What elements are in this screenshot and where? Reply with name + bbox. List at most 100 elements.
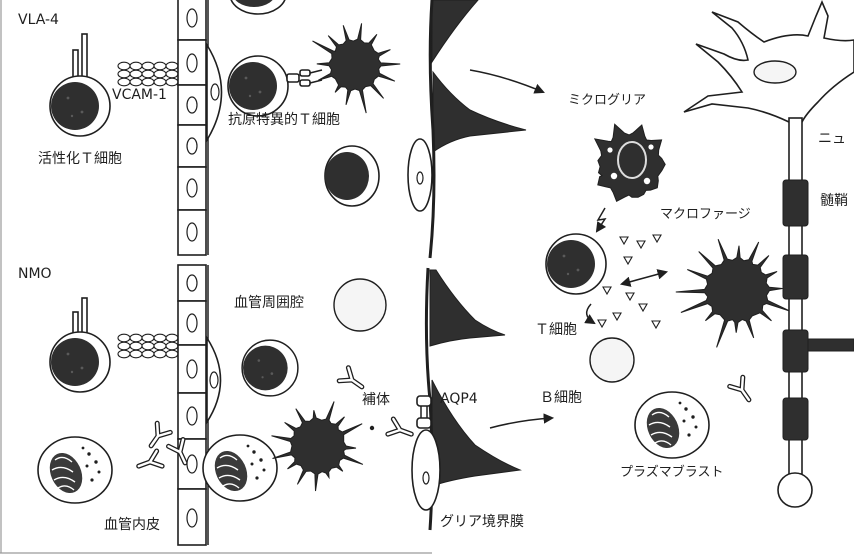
vcam1-bead bbox=[166, 334, 178, 342]
vcam1-bead bbox=[142, 78, 154, 86]
microglia-label: ミクログリア bbox=[568, 93, 646, 108]
vcam1-bead bbox=[118, 62, 130, 70]
vcam1-bead bbox=[166, 350, 178, 358]
endothelial-nucleus bbox=[187, 407, 197, 425]
vcam1-bead bbox=[166, 342, 178, 350]
astrocyte-nucleus bbox=[417, 172, 423, 184]
vla4-label: VLA-4 bbox=[18, 12, 59, 28]
endothelial-nucleus bbox=[187, 455, 197, 473]
neuron-nucleus bbox=[754, 61, 796, 83]
astrocyte-nucleus bbox=[423, 472, 429, 484]
vcam1-bead bbox=[154, 78, 166, 86]
mhc-molecule bbox=[300, 70, 310, 76]
vcam1-bead bbox=[154, 342, 166, 350]
b-cell-label: Ｂ細胞 bbox=[540, 390, 582, 406]
myelin-sheath bbox=[783, 180, 808, 226]
activated-t-cell bbox=[50, 76, 110, 136]
vcam1-bead bbox=[118, 334, 130, 342]
plasmablast bbox=[635, 392, 709, 458]
aqp4-label: AQP4 bbox=[440, 391, 478, 407]
vcam1-bead bbox=[130, 334, 142, 342]
vcam1-bead bbox=[130, 342, 142, 350]
myelin-sheath bbox=[783, 398, 808, 440]
vcam1-bead bbox=[130, 350, 142, 358]
antigen-specific-t-cell bbox=[228, 56, 288, 116]
endothelial-nucleus bbox=[187, 54, 197, 72]
perivascular-space-label: 血管周囲腔 bbox=[234, 295, 304, 311]
microglia-vacuole bbox=[648, 144, 653, 149]
vcam1-bead bbox=[142, 350, 154, 358]
endothelial-nucleus bbox=[187, 275, 197, 291]
myelin-sheath bbox=[783, 255, 808, 299]
neuron-label: ニュ bbox=[818, 131, 846, 147]
complement-label: 補体 bbox=[362, 392, 390, 408]
vcam1-bead bbox=[154, 70, 166, 78]
vcam1-bead bbox=[166, 62, 178, 70]
endothelial-nucleus bbox=[187, 9, 197, 27]
endothelium-top bbox=[178, 0, 206, 255]
perivascular-cell-top bbox=[325, 146, 379, 206]
microglia-vacuole bbox=[607, 147, 612, 152]
complement-molecule bbox=[370, 426, 374, 430]
endothelium-bottom bbox=[178, 265, 206, 545]
axon-terminal bbox=[778, 473, 812, 507]
intravascular-plasmablast bbox=[38, 437, 112, 503]
vcam1-bead bbox=[166, 70, 178, 78]
activated-t-cell-label: 活性化Ｔ細胞 bbox=[38, 151, 122, 167]
mhc-molecule bbox=[300, 80, 310, 86]
nmo-t-cell bbox=[50, 332, 110, 392]
b-cell bbox=[590, 338, 634, 382]
vcam1-bead bbox=[142, 70, 154, 78]
endothelium-label: 血管内皮 bbox=[104, 517, 160, 533]
endothelial-nucleus bbox=[187, 138, 197, 154]
plasmablast-label: プラズマブラスト bbox=[620, 464, 723, 480]
vcam1-bead bbox=[154, 62, 166, 70]
endothelial-nucleus bbox=[187, 97, 197, 113]
endothelial-nucleus bbox=[187, 314, 197, 332]
vla4-stem-short bbox=[73, 50, 78, 78]
lymphocyte-nucleus bbox=[325, 152, 369, 200]
vcam1-bead bbox=[130, 70, 142, 78]
pericyte-nucleus bbox=[210, 372, 218, 388]
endothelial-nucleus bbox=[187, 360, 197, 378]
b-cell bbox=[334, 279, 386, 331]
glia-limitans-label: グリア境界膜 bbox=[440, 514, 524, 530]
nmo-label: NMO bbox=[18, 266, 52, 282]
aqp4-channel bbox=[417, 396, 431, 406]
vcam1-bead bbox=[154, 350, 166, 358]
vcam1-bead bbox=[130, 62, 142, 70]
vcam1-bead bbox=[118, 78, 130, 86]
t-cell-label: Ｔ細胞 bbox=[535, 322, 577, 338]
astrocyte bbox=[412, 430, 440, 510]
aqp4-channel bbox=[417, 418, 431, 428]
pericyte-nucleus bbox=[211, 84, 219, 100]
tcr-complex bbox=[287, 74, 299, 82]
vcam1-label: VCAM-1 bbox=[112, 87, 167, 103]
myelin-label: 髄鞘 bbox=[820, 193, 848, 209]
endothelial-nucleus bbox=[187, 179, 197, 197]
microglia-vacuole bbox=[611, 173, 617, 179]
vcam1-bead bbox=[166, 78, 178, 86]
vcam1-bead bbox=[142, 62, 154, 70]
perivascular-t-cell bbox=[242, 340, 298, 396]
perivascular-plasmablast bbox=[203, 435, 277, 501]
vla4-stem-long bbox=[82, 298, 87, 336]
vcam1-bead bbox=[142, 334, 154, 342]
neighbor-dendrite bbox=[808, 339, 854, 351]
vcam1-bead bbox=[118, 70, 130, 78]
vcam1-bead bbox=[154, 334, 166, 342]
microglia-vacuole bbox=[644, 178, 650, 184]
endothelial-nucleus bbox=[187, 509, 197, 527]
vcam1-bead bbox=[142, 342, 154, 350]
vcam1-bead bbox=[130, 78, 142, 86]
antigen-specific-t-cell-label: 抗原特異的Ｔ細胞 bbox=[228, 112, 340, 128]
cns-t-cell bbox=[546, 234, 606, 294]
vcam1-chain-nmo bbox=[118, 334, 178, 358]
macrophage-label: マクロファージ bbox=[660, 207, 751, 222]
vcam1-bead bbox=[118, 342, 130, 350]
vla4-stem-long bbox=[82, 34, 87, 78]
myelin-sheath bbox=[783, 330, 808, 372]
vcam1-bead bbox=[118, 350, 130, 358]
endothelial-nucleus bbox=[187, 223, 197, 241]
